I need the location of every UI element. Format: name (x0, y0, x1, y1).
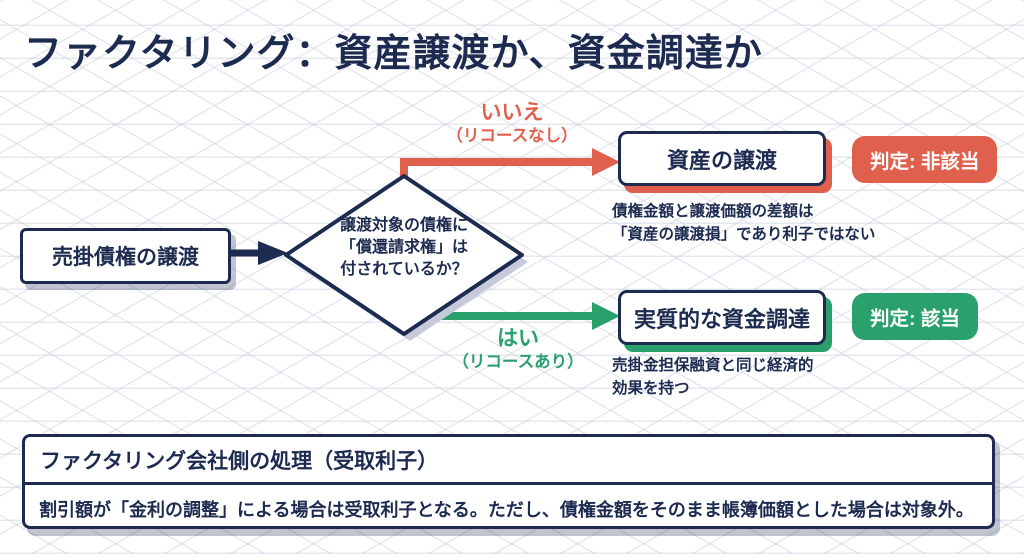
verdict-badge-not-applicable: 判定: 非該当 (852, 136, 998, 183)
financing-note-line-1: 売掛金担保融資と同じ経済的 (612, 357, 814, 374)
connector-arrow-icon (228, 241, 288, 265)
asset-transfer-label: 資産の譲渡 (666, 147, 777, 173)
page-title: ファクタリング：資産譲渡か、資金調達か (24, 33, 763, 75)
decision-diamond (284, 174, 528, 341)
asset-transfer-note-line-1: 債権金額と譲渡価額の差額は (612, 203, 814, 220)
decision-line-3: 付されているか？ (340, 261, 468, 278)
result-box-financing: 実質的な資金調達 (618, 290, 826, 345)
decision-line-2: 「償還請求権」は (339, 239, 468, 256)
start-box: 売掛債権の譲渡 (20, 228, 231, 284)
no-branch-label: いいえ (480, 101, 544, 124)
financing-note: 売掛金担保融資と同じ経済的 効果を持つ (612, 354, 814, 400)
no-branch-label-group: いいえ （リコースなし） (424, 102, 600, 145)
bottom-panel-body: 割引額が「金利の調整」による場合は受取利子となる。ただし、債権金額をそのまま帳簿… (39, 500, 974, 520)
yes-branch-arrow-icon (426, 302, 620, 330)
decision-text: 譲渡対象の債権に 「償還請求権」は 付されているか？ (301, 215, 507, 281)
financing-note-line-2: 効果を持つ (612, 380, 690, 397)
start-box-label: 売掛債権の譲渡 (52, 246, 199, 269)
yes-branch-sublabel: （リコースあり） (452, 353, 584, 371)
bottom-panel: ファクタリング会社側の処理（受取利子） 割引額が「金利の調整」による場合は受取利… (22, 434, 995, 529)
asset-transfer-note-line-2: 「資産の譲渡損」であり利子ではない (612, 226, 876, 243)
financing-label: 実質的な資金調達 (633, 306, 810, 332)
decision-line-1: 譲渡対象の債権に (339, 217, 468, 234)
asset-transfer-note: 債権金額と譲渡価額の差額は 「資産の譲渡損」であり利子ではない (612, 200, 875, 246)
bottom-panel-header: ファクタリング会社側の処理（受取利子） (25, 437, 992, 485)
verdict-badge-applicable: 判定: 該当 (852, 293, 978, 340)
no-branch-arrow-icon (400, 148, 620, 182)
yes-branch-label: はい (497, 327, 539, 350)
yes-branch-label-group: はい （リコースあり） (430, 328, 606, 371)
result-box-asset-transfer: 資産の譲渡 (618, 131, 826, 186)
no-branch-sublabel: （リコースなし） (446, 127, 578, 145)
